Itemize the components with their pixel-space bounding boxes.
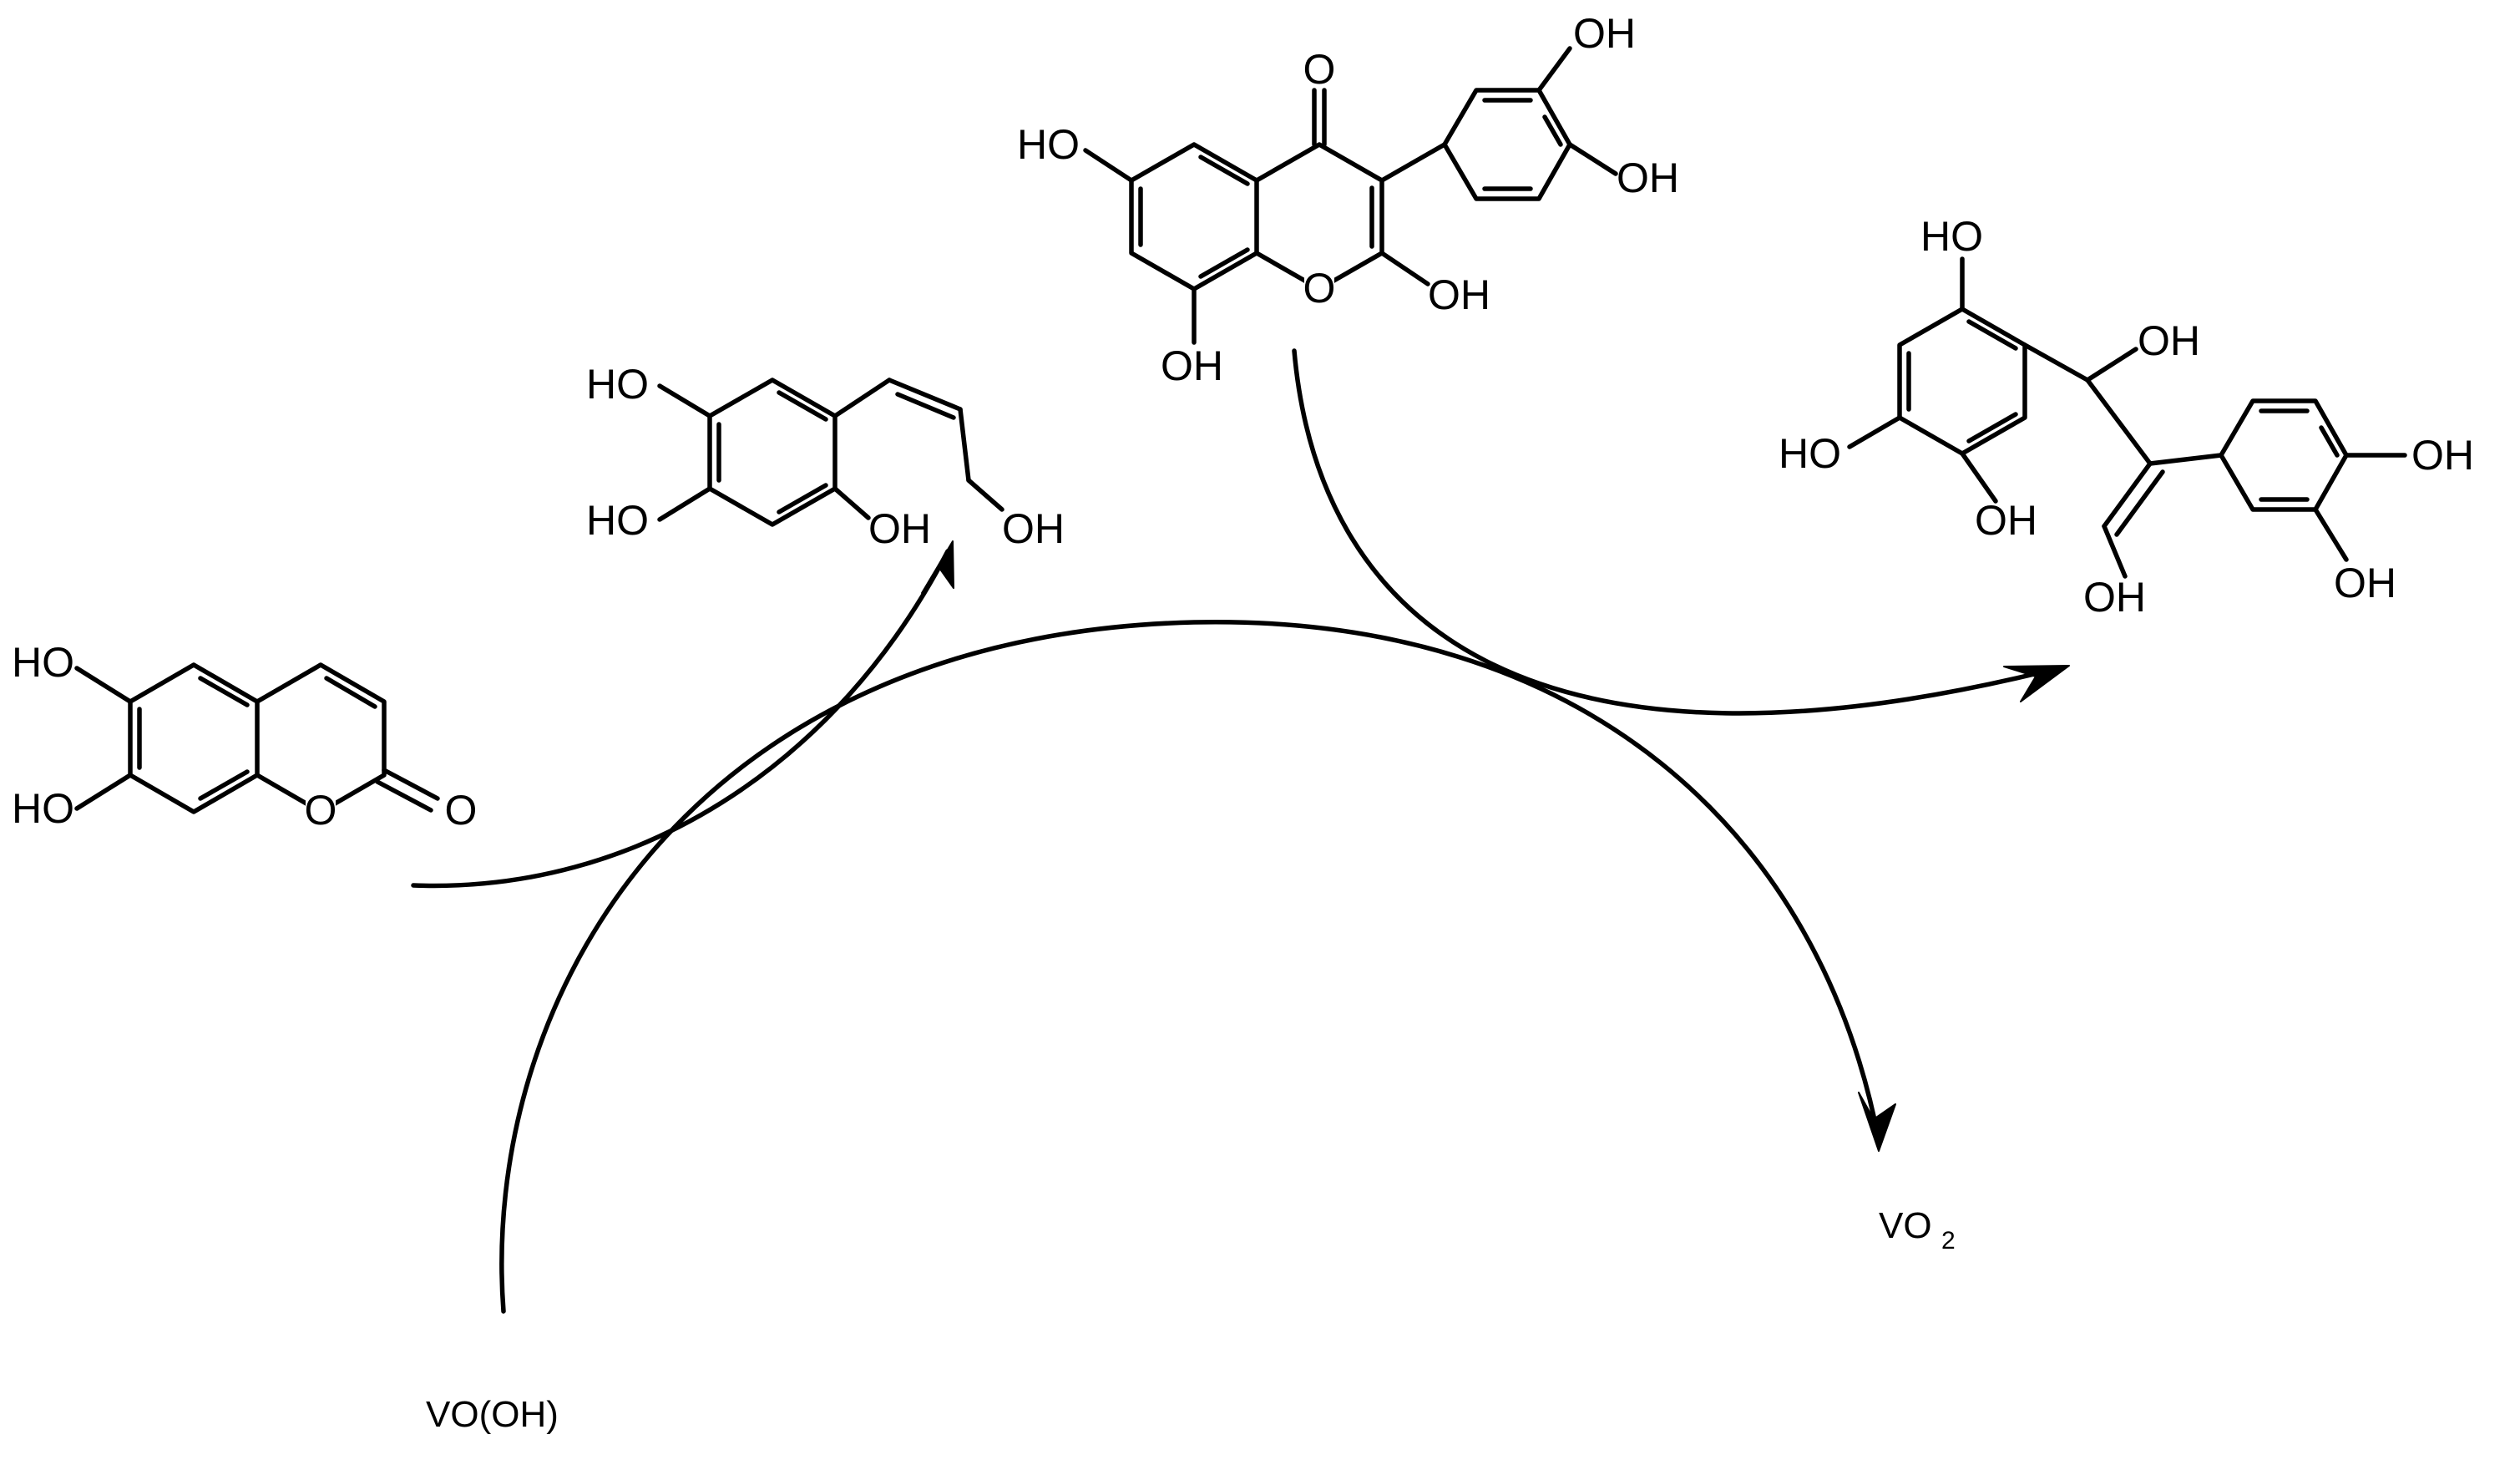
hydroxy-label: HO <box>586 497 649 544</box>
hydroxy-label: OH <box>2138 317 2200 364</box>
hydroxy-label: HO <box>1779 430 1841 477</box>
hydroxy-label: OH <box>2411 432 2474 479</box>
hydroxy-label: OH <box>1002 505 1065 552</box>
hydroxy-label: OH <box>1573 10 1636 57</box>
carbonyl-oxygen-label: O <box>445 787 478 834</box>
hydroxy-label: HO <box>12 785 74 832</box>
hydroxy-label: HO <box>1920 213 1983 260</box>
reagent-start-label: VO(OH) <box>426 1394 559 1435</box>
molecule-ring-opened-catechol-propenol: HO HO OH OH <box>586 361 1065 552</box>
hydroxy-label: HO <box>586 361 649 408</box>
hydroxy-label: OH <box>2334 560 2396 606</box>
hydroxy-label: OH <box>1975 497 2037 544</box>
arrow-flavonol-to-product <box>1292 348 2070 716</box>
ring-oxygen-label: O <box>305 787 337 834</box>
arrow-esculetin-to-open-product <box>411 540 954 889</box>
svg-text:VO: VO <box>1879 1205 1932 1246</box>
svg-text:2: 2 <box>1941 1227 1956 1255</box>
hydroxy-label: OH <box>2083 574 2146 621</box>
cycle-arrow <box>499 620 1896 1314</box>
reagent-end-label: VO 2 <box>1879 1205 1956 1255</box>
hydroxy-label: HO <box>12 639 74 686</box>
hydroxy-label: OH <box>868 505 931 552</box>
ring-oxygen-label: O <box>1303 265 1336 312</box>
hydroxy-label: HO <box>1017 121 1080 168</box>
hydroxy-label: OH <box>1617 155 1679 201</box>
molecule-esculetin: O O HO HO <box>12 639 477 834</box>
hydroxy-label: OH <box>1161 342 1223 389</box>
carbonyl-oxygen-label: O <box>1303 46 1336 93</box>
molecule-ring-opened-flavonol-product: HO OH HO OH OH OH OH <box>1779 213 2474 621</box>
molecule-flavonol: O O OH OH OH HO OH <box>1017 10 1679 389</box>
hydroxy-label: OH <box>1428 271 1490 318</box>
